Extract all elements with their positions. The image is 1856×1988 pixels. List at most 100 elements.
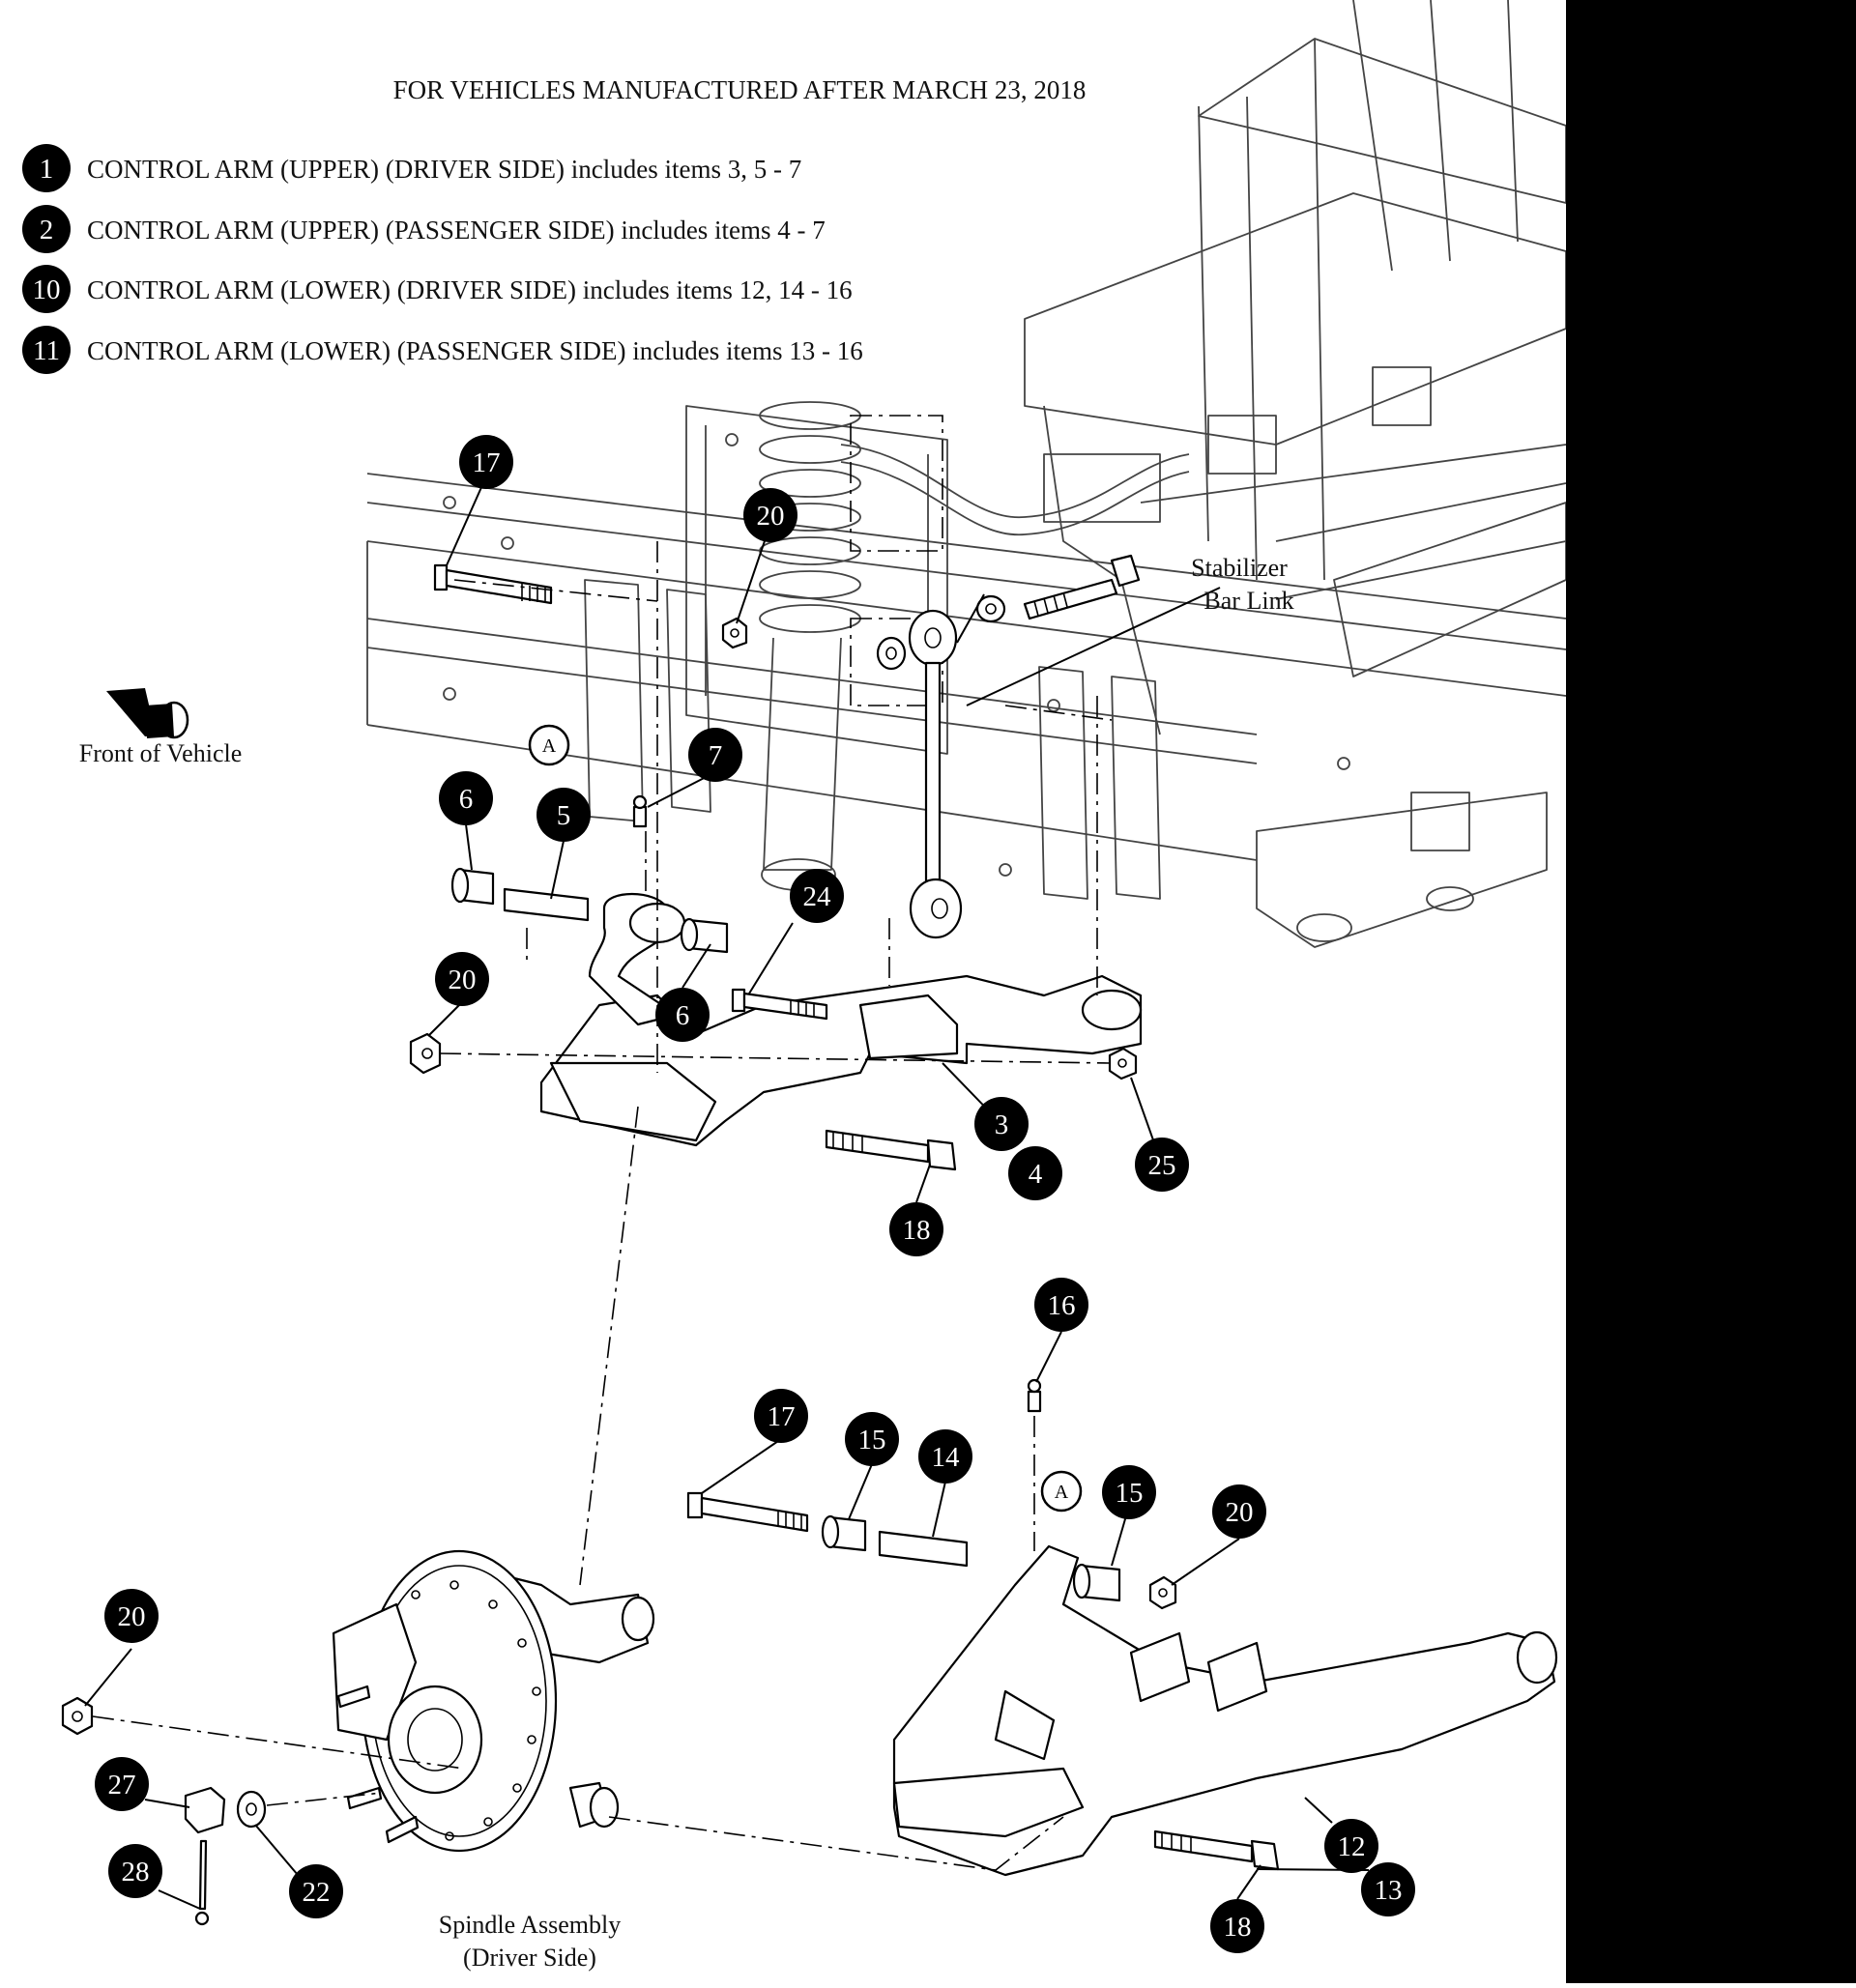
part-callout: 16 bbox=[1034, 1278, 1088, 1332]
part-callout: 12 bbox=[1324, 1819, 1378, 1873]
grease-fittings bbox=[632, 794, 1042, 1413]
legend-text: CONTROL ARM (LOWER) (PASSENGER SIDE) inc… bbox=[87, 336, 863, 365]
svg-text:4: 4 bbox=[1029, 1159, 1043, 1190]
legend-text: CONTROL ARM (LOWER) (DRIVER SIDE) includ… bbox=[87, 275, 853, 304]
part-callout: 20 bbox=[1212, 1484, 1266, 1539]
part-callout: 6 bbox=[439, 771, 493, 825]
reference-marker-a: A bbox=[528, 724, 570, 766]
legend-marker: 2 bbox=[22, 205, 71, 253]
svg-text:20: 20 bbox=[118, 1601, 146, 1632]
part-callout: 6 bbox=[655, 988, 710, 1042]
lower-control-arm bbox=[892, 1544, 1558, 1877]
svg-text:24: 24 bbox=[803, 881, 832, 912]
front-of-vehicle-label: Front of Vehicle bbox=[79, 739, 243, 767]
bolt-17-lower bbox=[686, 1491, 809, 1533]
spindle-assembly bbox=[332, 1549, 655, 1853]
spindle-label-line2: (Driver Side) bbox=[463, 1944, 596, 1972]
part-callout: 25 bbox=[1135, 1138, 1189, 1192]
sleeve-14 bbox=[878, 1530, 969, 1568]
svg-text:1: 1 bbox=[40, 154, 54, 185]
nut-20-spindle bbox=[61, 1696, 94, 1736]
part-callout: 20 bbox=[104, 1589, 159, 1643]
svg-text:22: 22 bbox=[303, 1877, 331, 1908]
upper-control-arm bbox=[539, 892, 1143, 1147]
legend-marker: 10 bbox=[22, 265, 71, 313]
part-callout: 24 bbox=[790, 869, 844, 923]
svg-text:15: 15 bbox=[1116, 1478, 1144, 1509]
stabilizer-label-line2: Bar Link bbox=[1204, 587, 1293, 615]
bushing-15-right bbox=[1072, 1563, 1121, 1602]
svg-text:18: 18 bbox=[1224, 1912, 1252, 1943]
part-callout: 15 bbox=[845, 1412, 899, 1466]
svg-text:3: 3 bbox=[995, 1109, 1009, 1140]
stabilizer-bar-link bbox=[908, 609, 963, 939]
cotter-pin-28 bbox=[194, 1839, 210, 1926]
part-callouts: 17 20 7 6 5 24 20 6 3 4 25 18 16 17 15 1… bbox=[95, 435, 1415, 1953]
part-callout: 17 bbox=[754, 1389, 808, 1443]
bolt-18-upper bbox=[825, 1129, 957, 1171]
svg-text:5: 5 bbox=[557, 800, 571, 831]
svg-text:13: 13 bbox=[1375, 1875, 1403, 1906]
part-callout: 20 bbox=[435, 952, 489, 1006]
svg-text:17: 17 bbox=[768, 1401, 796, 1432]
bushing-15-left bbox=[821, 1514, 867, 1552]
part-callout: 15 bbox=[1102, 1465, 1156, 1519]
stabilizer-label: Stabilizer bbox=[1191, 554, 1288, 582]
svg-text:12: 12 bbox=[1338, 1831, 1366, 1862]
bolt-17-upper bbox=[433, 563, 553, 605]
legend-marker: 11 bbox=[22, 326, 71, 374]
part-callout: 20 bbox=[743, 488, 798, 542]
part-callout: 13 bbox=[1361, 1862, 1415, 1916]
sleeve-5 bbox=[503, 887, 590, 922]
svg-text:27: 27 bbox=[108, 1770, 136, 1801]
svg-text:14: 14 bbox=[932, 1442, 961, 1473]
svg-text:A: A bbox=[1055, 1482, 1069, 1503]
chassis-frame bbox=[366, 0, 1567, 948]
svg-text:16: 16 bbox=[1048, 1290, 1076, 1321]
svg-text:6: 6 bbox=[676, 1000, 690, 1031]
nut-20-mid bbox=[409, 1032, 442, 1075]
part-callout: 18 bbox=[1210, 1899, 1264, 1953]
svg-text:7: 7 bbox=[709, 740, 723, 771]
washers bbox=[236, 594, 1006, 1829]
svg-text:6: 6 bbox=[459, 784, 474, 815]
svg-text:2: 2 bbox=[40, 215, 54, 245]
svg-text:10: 10 bbox=[33, 274, 61, 305]
part-callout: 7 bbox=[688, 728, 742, 782]
part-callout: 5 bbox=[536, 788, 591, 842]
bushing-6-left bbox=[450, 867, 495, 906]
svg-text:20: 20 bbox=[757, 501, 785, 532]
diagram-header: FOR VEHICLES MANUFACTURED AFTER MARCH 23… bbox=[393, 75, 1087, 104]
front-arrow-icon bbox=[106, 688, 189, 739]
svg-text:20: 20 bbox=[449, 965, 477, 995]
legend-text: CONTROL ARM (UPPER) (DRIVER SIDE) includ… bbox=[87, 155, 801, 184]
part-callout: 22 bbox=[289, 1864, 343, 1918]
right-black-bar bbox=[1566, 0, 1856, 1983]
part-callout: 18 bbox=[889, 1202, 943, 1256]
legend: 1 CONTROL ARM (UPPER) (DRIVER SIDE) incl… bbox=[22, 144, 863, 374]
nut-25 bbox=[1108, 1047, 1138, 1080]
part-callout: 14 bbox=[918, 1429, 972, 1484]
legend-marker: 1 bbox=[22, 144, 71, 192]
castle-nut-27 bbox=[184, 1786, 226, 1834]
svg-text:20: 20 bbox=[1226, 1497, 1254, 1528]
bushing-6-right bbox=[680, 917, 729, 954]
bolt-24 bbox=[731, 988, 828, 1021]
nut-20-upper bbox=[721, 617, 748, 649]
reference-marker-a: A bbox=[1040, 1470, 1083, 1513]
svg-text:25: 25 bbox=[1148, 1150, 1176, 1181]
part-callout: 4 bbox=[1008, 1146, 1062, 1200]
center-lines bbox=[92, 541, 1113, 1871]
part-callout: 27 bbox=[95, 1757, 149, 1811]
bolt-18-lower bbox=[1153, 1830, 1280, 1871]
part-callout: 17 bbox=[459, 435, 513, 489]
spindle-label: Spindle Assembly bbox=[439, 1911, 622, 1939]
svg-text:17: 17 bbox=[473, 447, 501, 478]
part-callout: 3 bbox=[974, 1097, 1029, 1151]
svg-text:28: 28 bbox=[122, 1857, 150, 1887]
legend-text: CONTROL ARM (UPPER) (PASSENGER SIDE) inc… bbox=[87, 216, 826, 245]
bolt-stabilizer bbox=[1023, 554, 1141, 620]
nut-20-lower-right bbox=[1148, 1575, 1177, 1610]
